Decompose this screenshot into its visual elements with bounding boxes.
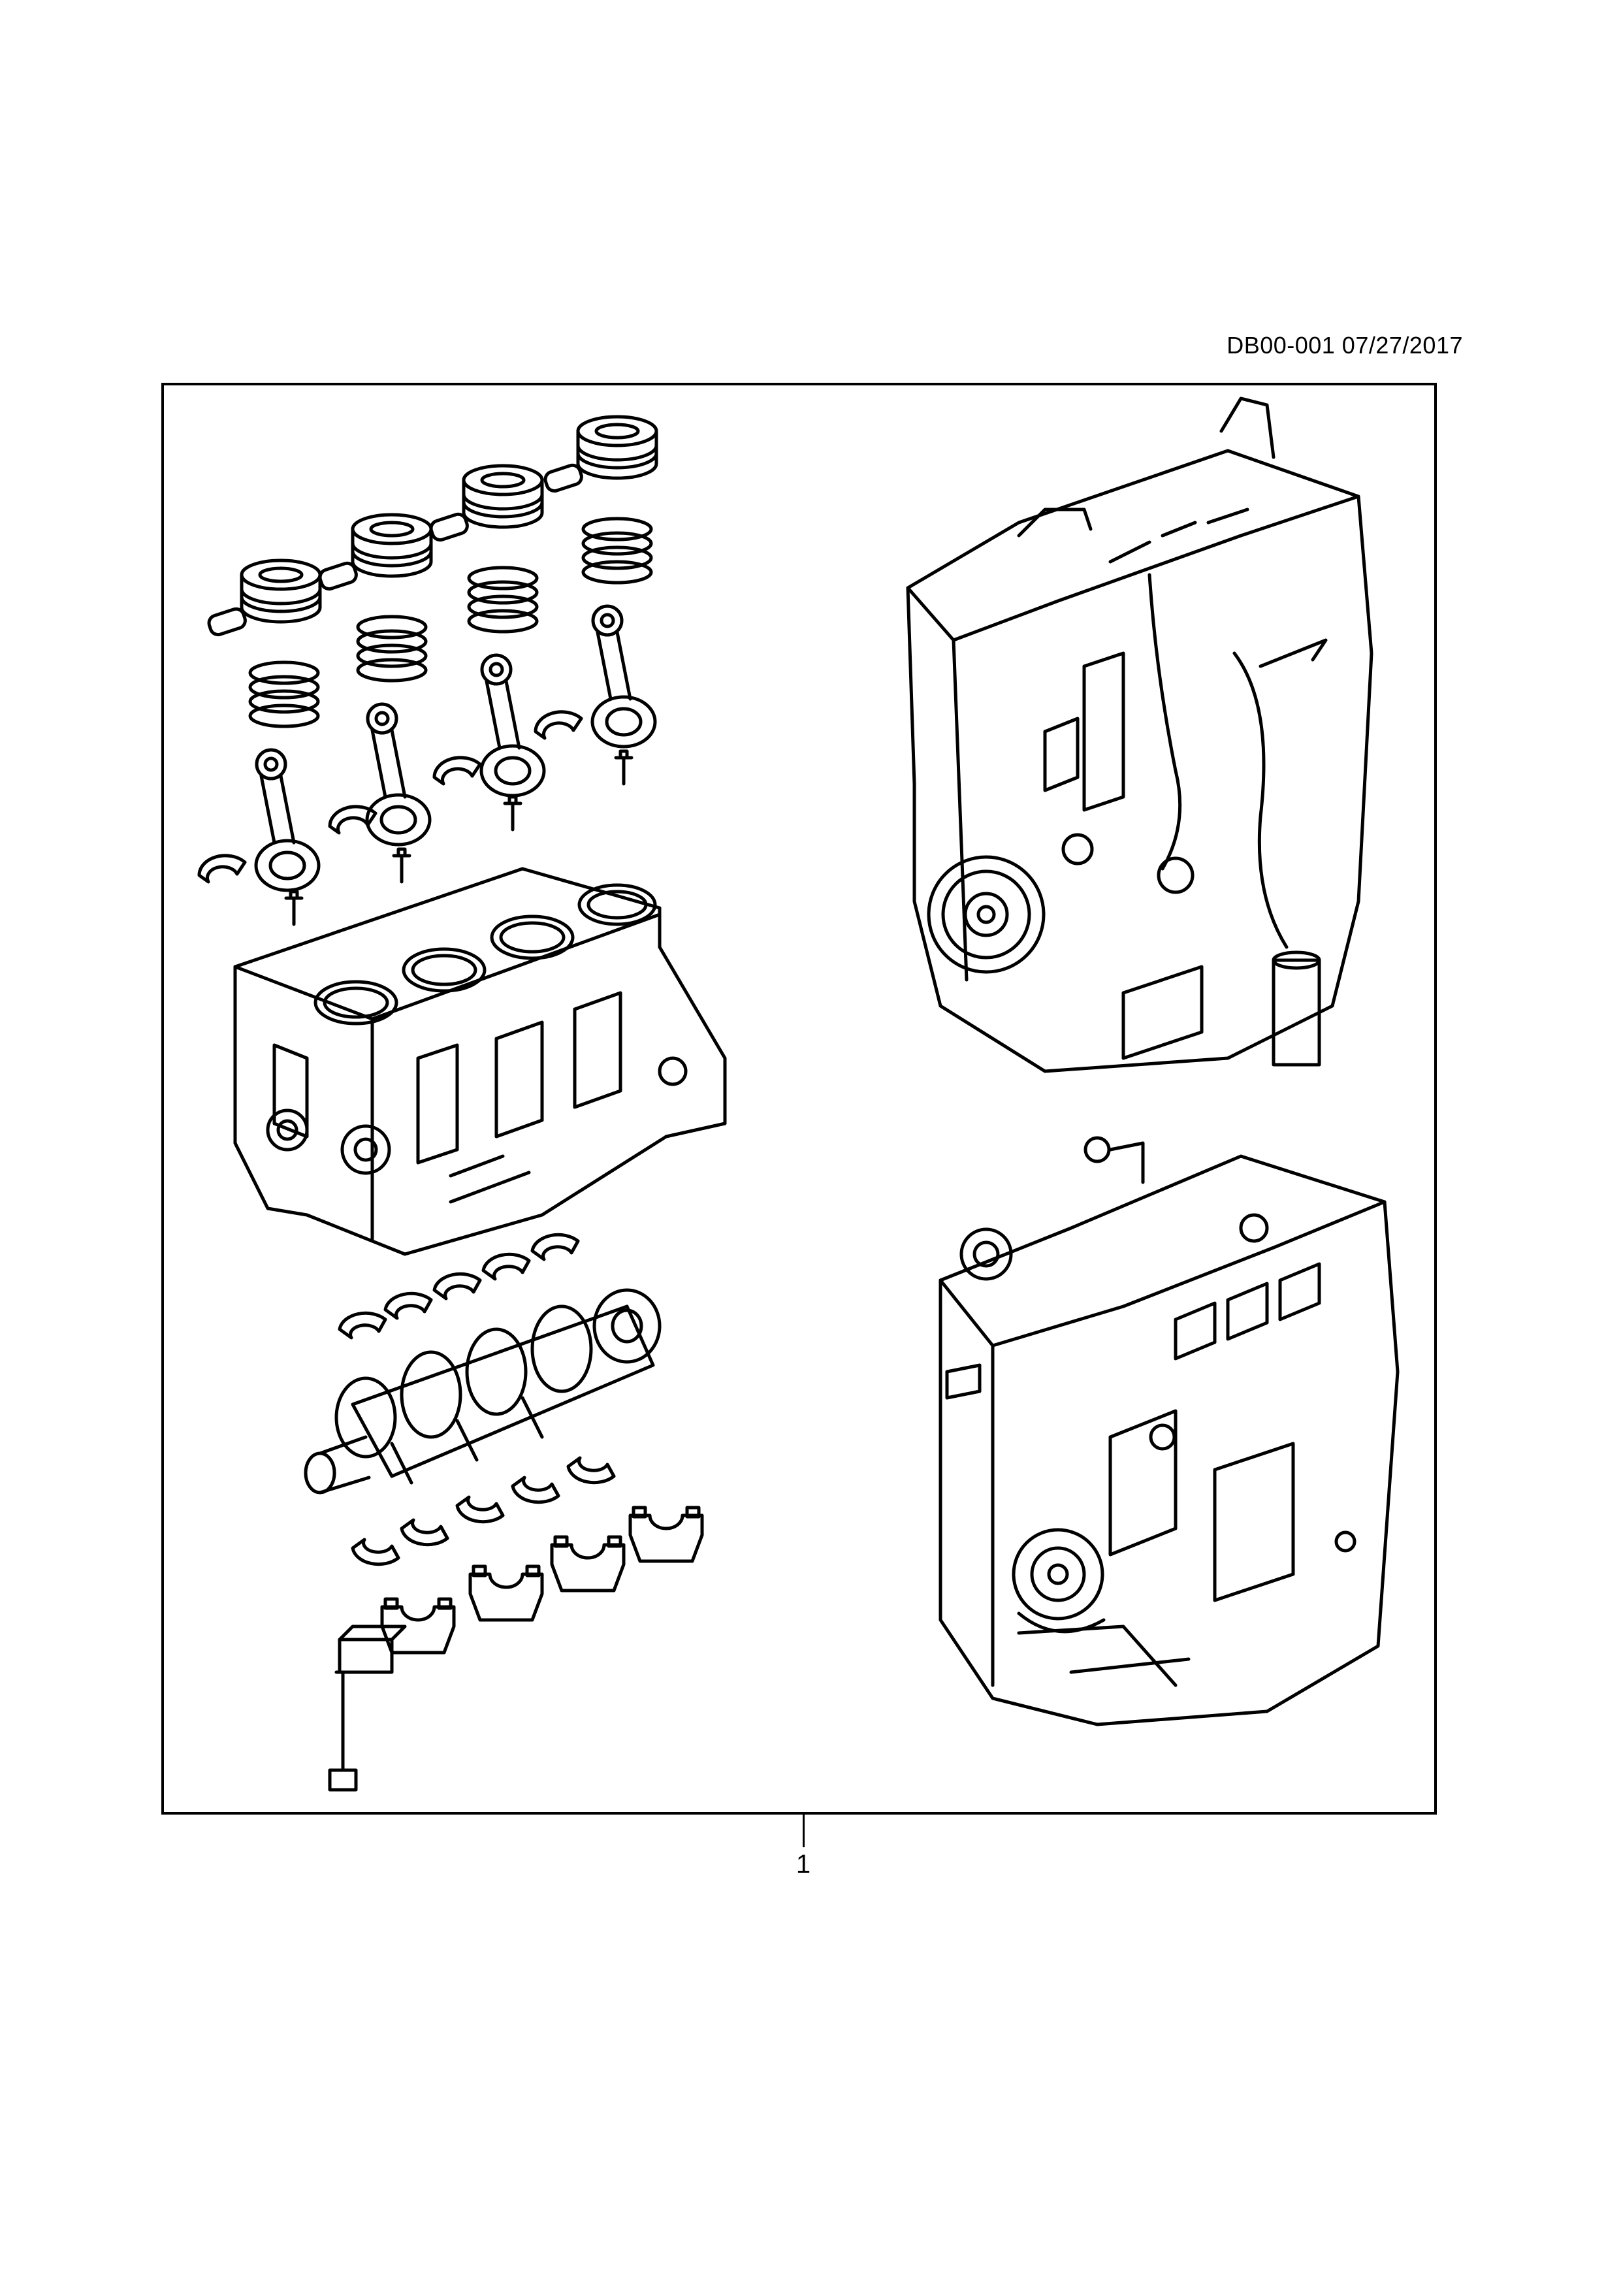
pistons-group	[207, 415, 658, 637]
piston-icon	[543, 415, 658, 493]
piston-icon	[207, 558, 322, 637]
parts-diagram-frame	[161, 383, 1437, 1815]
main-bearing-lower-group	[351, 1456, 616, 1566]
connecting-rod-icon	[254, 748, 321, 892]
bearing-shell-icon	[328, 805, 377, 835]
bearing-shell-icon	[455, 1495, 505, 1524]
piston-rings-group	[248, 517, 653, 728]
callout-leader-line	[803, 1815, 805, 1847]
bearing-shell-icon	[400, 1518, 449, 1547]
main-bearing-caps-group	[328, 1506, 704, 1792]
bearing-shell-icon	[197, 854, 247, 884]
piston-ring-set-icon	[248, 660, 320, 728]
main-bearing-cap-icon	[550, 1535, 626, 1593]
document-code: DB00-001 07/27/2017	[1227, 332, 1463, 359]
bearing-shell-icon	[432, 1272, 482, 1301]
bolt-icon	[614, 749, 634, 786]
connecting-rod-icon	[590, 604, 657, 749]
connecting-rods-group	[197, 604, 657, 926]
bolt-icon	[503, 795, 522, 832]
piston-ring-set-icon	[356, 615, 428, 683]
piston-icon	[318, 513, 433, 591]
bearing-shell-icon	[566, 1456, 616, 1485]
bolt-icon	[392, 847, 411, 884]
engine-assembly-icon	[906, 396, 1373, 1073]
bolt-icon	[284, 890, 304, 926]
connecting-rod-icon	[365, 702, 432, 847]
engine-assembly-icon	[939, 1136, 1400, 1726]
connecting-rod-icon	[479, 653, 546, 798]
callout-number: 1	[795, 1850, 811, 1879]
bearing-shell-icon	[530, 1233, 580, 1261]
bearing-shell-icon	[481, 1252, 531, 1281]
bolt-icon	[328, 1670, 358, 1792]
main-bearing-cap-icon	[628, 1506, 704, 1563]
main-bearing-cap-icon	[338, 1625, 407, 1674]
bearing-shell-icon	[534, 710, 583, 740]
piston-icon	[429, 464, 544, 542]
main-bearing-upper-group	[338, 1233, 580, 1340]
bearing-shell-icon	[432, 756, 482, 786]
cylinder-block-icon	[233, 867, 727, 1256]
main-bearing-cap-icon	[380, 1597, 456, 1655]
bearing-shell-icon	[338, 1311, 387, 1340]
crankshaft-icon	[304, 1288, 662, 1495]
main-bearing-cap-icon	[468, 1564, 544, 1622]
bearing-shell-icon	[511, 1476, 560, 1504]
bearing-shell-icon	[383, 1291, 433, 1320]
piston-ring-set-icon	[467, 566, 539, 634]
piston-ring-set-icon	[581, 517, 653, 585]
bearing-shell-icon	[351, 1538, 400, 1566]
